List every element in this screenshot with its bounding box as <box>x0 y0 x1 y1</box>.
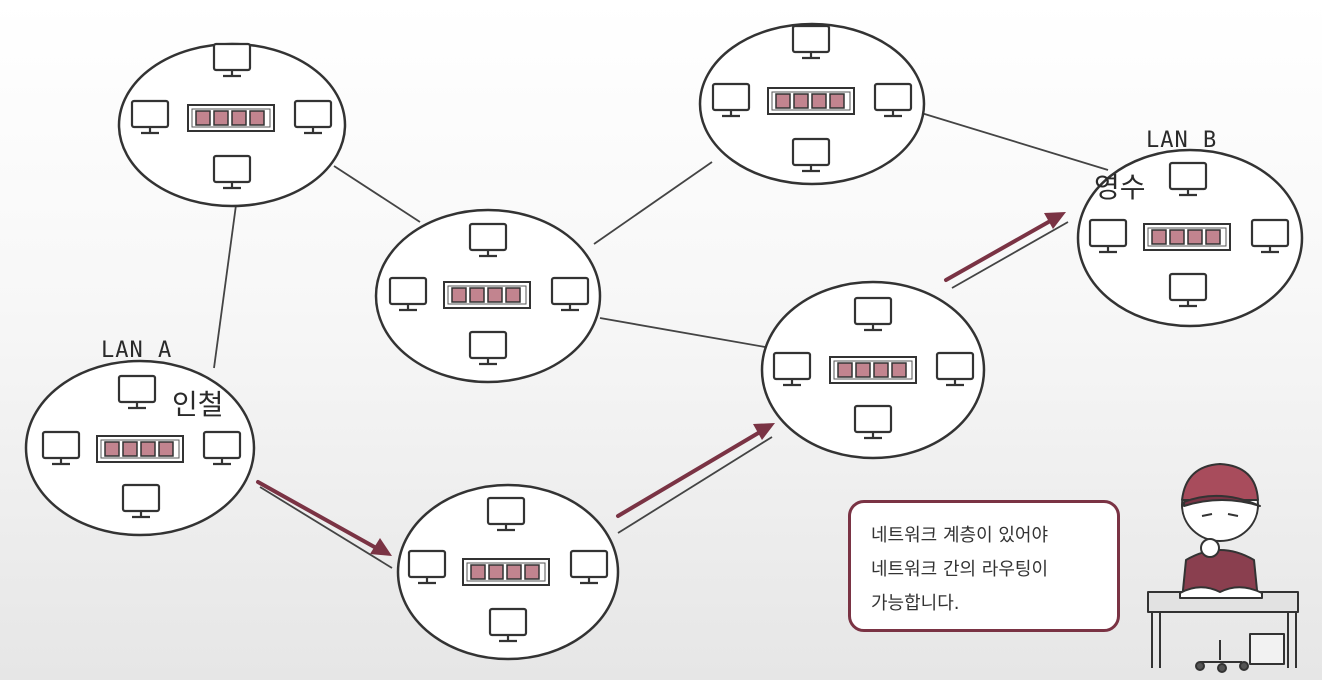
person-b-name: 영수 <box>1094 171 1146 204</box>
network-cloud-center <box>374 208 602 384</box>
route-arrow-2 <box>616 430 762 518</box>
network-cloud-lan-b <box>1076 148 1304 328</box>
switch-icon <box>443 281 531 309</box>
network-cloud-top-left <box>117 42 347 208</box>
link-n5-n6 <box>617 436 773 534</box>
person-a-name: 인철 <box>172 388 224 421</box>
route-arrow-1 <box>256 480 380 551</box>
network-cloud-bottom-center <box>396 483 620 661</box>
link-n3-n6 <box>599 317 766 348</box>
switch-icon <box>96 435 184 463</box>
route-arrows <box>256 212 1066 556</box>
link-n1-lana <box>213 204 237 369</box>
link-n1-n3 <box>333 165 421 223</box>
link-lana-n5 <box>259 486 393 569</box>
link-n2-lanb <box>917 111 1109 171</box>
speech-line-2: 네트워크 간의 라우팅이 <box>871 559 1049 580</box>
route-arrow-3 <box>944 218 1054 282</box>
route-arrowhead-1 <box>370 538 392 556</box>
switch-icon <box>1143 223 1231 251</box>
lan-a-label: LAN A <box>101 338 173 363</box>
switch-icon <box>462 558 550 586</box>
speech-line-1: 네트워크 계층이 있어야 <box>871 525 1049 546</box>
link-n6-lanb <box>951 221 1069 289</box>
speech-bubble: 네트워크 계층이 있어야 네트워크 간의 라우팅이 가능합니다. <box>848 500 1120 632</box>
link-n3-n2 <box>593 161 713 245</box>
lan-b-label: LAN B <box>1146 128 1218 153</box>
switch-icon <box>767 87 855 115</box>
switch-icon <box>187 104 275 132</box>
speech-line-3: 가능합니다. <box>871 593 960 614</box>
route-arrowhead-2 <box>753 423 775 440</box>
switch-icon <box>829 356 917 384</box>
network-cloud-right-middle <box>760 280 986 460</box>
student-character-icon <box>1147 463 1299 673</box>
route-arrowhead-3 <box>1044 212 1066 229</box>
network-links <box>213 111 1109 569</box>
network-cloud-top-right <box>698 22 926 186</box>
network-cloud-lan-a <box>24 359 256 537</box>
